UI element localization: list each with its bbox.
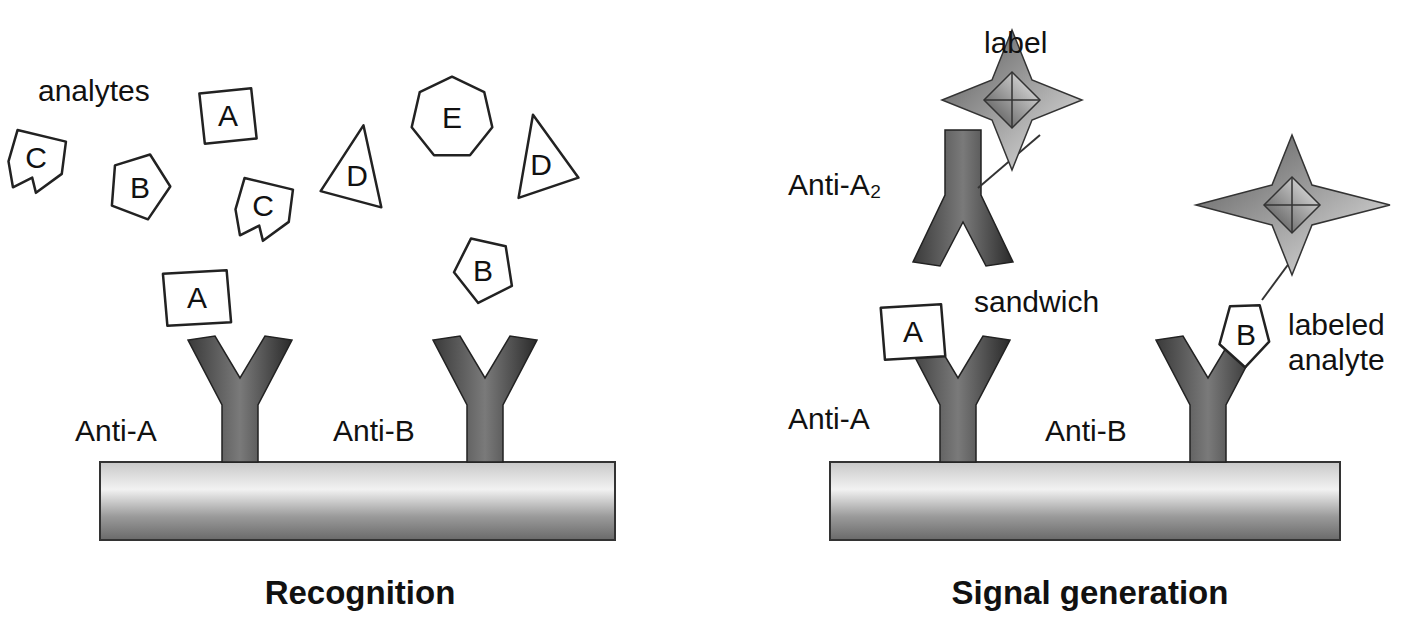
part-label: Anti-A₂ (788, 168, 881, 203)
antibody (188, 336, 292, 462)
analyte-letter: B (1236, 320, 1256, 350)
part-label: analytes (38, 74, 150, 109)
analyte-letter: D (346, 161, 368, 191)
analyte-letter: C (252, 191, 274, 221)
part-label: label (984, 26, 1047, 61)
analyte-letter: C (25, 143, 47, 173)
analyte-shape: B (108, 150, 172, 217)
analyte-shape: D (508, 111, 574, 194)
analyte-letter: A (187, 283, 207, 313)
analyte-letter: B (473, 256, 493, 286)
analyte-letter: A (218, 101, 238, 131)
analyte-shape: A (159, 267, 235, 329)
substrate (830, 462, 1340, 540)
analyte-shape: E (408, 74, 496, 162)
part-label: sandwich (974, 285, 1099, 320)
panel-title: Signal generation (952, 574, 1229, 612)
analyte-letter: E (442, 103, 462, 133)
substrate (100, 462, 615, 540)
analyte-shape: B (1220, 297, 1272, 364)
analyte-letter: A (903, 317, 923, 347)
antibody (433, 336, 537, 462)
analyte-shape: A (877, 301, 949, 363)
antibody (913, 130, 1013, 266)
analyte-shape: C (5, 130, 67, 195)
part-label: Anti-A (788, 402, 870, 437)
part-label: Anti-A (75, 414, 157, 449)
part-label: Anti-B (333, 414, 415, 449)
analyte-shape: D (324, 122, 390, 205)
analyte-shape: A (197, 86, 259, 146)
analyte-letter: D (530, 150, 552, 180)
linker (1262, 262, 1290, 300)
analyte-shape: C (232, 178, 294, 243)
part-label: Anti-B (1045, 414, 1127, 449)
label-star (1196, 135, 1390, 275)
analyte-shape: B (452, 233, 514, 300)
panel-title: Recognition (265, 574, 456, 612)
analyte-letter: B (130, 173, 150, 203)
part-label: labeled analyte (1288, 308, 1413, 377)
